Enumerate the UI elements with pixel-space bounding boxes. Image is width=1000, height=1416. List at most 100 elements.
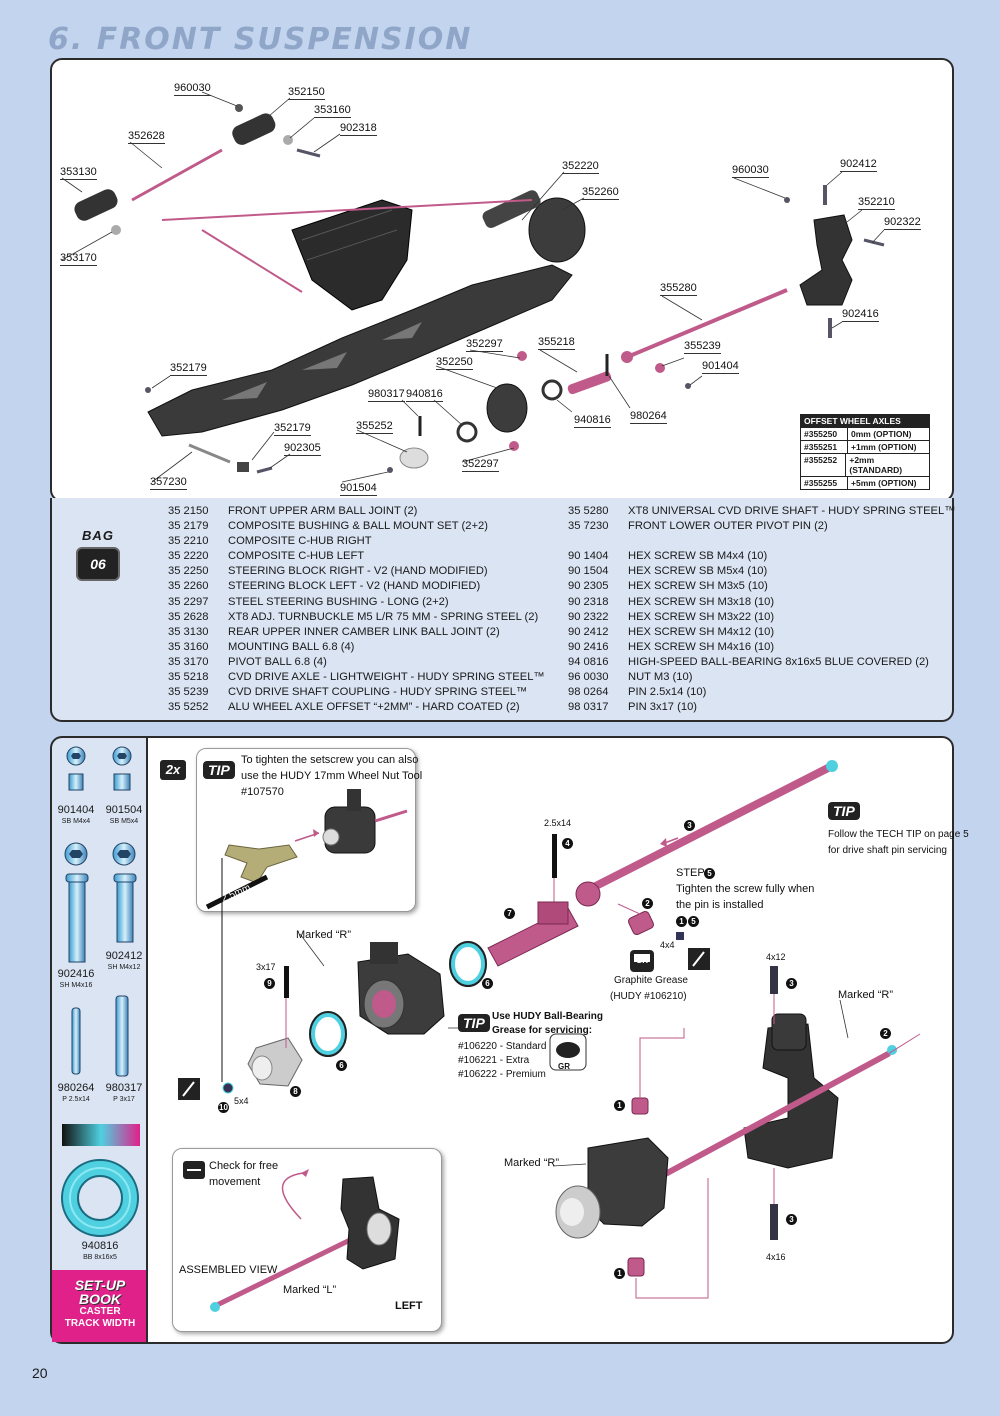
tip-badge-3: TIP [458, 1014, 490, 1032]
page-number: 20 [32, 1365, 48, 1381]
step-number-4: 4 [562, 838, 573, 849]
step-number-1: 1 [676, 916, 687, 927]
part-name: XT8 UNIVERSAL CVD DRIVE SHAFT - HUDY SPR… [628, 505, 956, 517]
parts-row: 94 0816 HIGH-SPEED BALL-BEARING 8x16x5 BL… [568, 655, 955, 670]
callout-355252: 355252 [356, 420, 393, 434]
step-number-3: 3 [684, 820, 695, 831]
quantity-badge: 2x [160, 760, 186, 780]
parts-row: 35 2260 STEERING BLOCK LEFT - V2 (HAND MO… [168, 579, 545, 594]
dim-4x12: 4x12 [766, 952, 786, 962]
step-number-8: 8 [290, 1086, 301, 1097]
part-code: 35 5280 [568, 505, 609, 517]
parts-row: 90 1404 HEX SCREW SB M4x4 (10) [568, 549, 955, 564]
grease-option-premium: #106222 - Premium [458, 1069, 546, 1080]
c-hub-right [799, 214, 853, 306]
step-number-6: 6 [482, 978, 493, 989]
part-name: REAR UPPER INNER CAMBER LINK BALL JOINT … [228, 625, 500, 638]
callout-901504: 901504 [340, 482, 377, 496]
gr-icon-label: GR [636, 956, 648, 965]
part-name: HIGH-SPEED BALL-BEARING 8x16x5 BLUE COVE… [628, 655, 929, 668]
part-code: 35 3160 [168, 640, 209, 653]
tip-badge: TIP [203, 761, 235, 779]
lower-arm-hole-1 [222, 382, 267, 400]
coupling [628, 911, 654, 935]
pin-980317 [284, 966, 289, 998]
part-name: HEX SCREW SB M4x4 (10) [628, 550, 768, 563]
check-free-line1: Check for free [209, 1160, 279, 1172]
callout-352260: 352260 [582, 186, 619, 200]
part-name: XT8 ADJ. TURNBUCKLE M5 L/R 75 MM - SPRIN… [228, 610, 539, 623]
step-number-1c: 1 [614, 1268, 625, 1279]
bag-label: BAG [82, 528, 114, 543]
ball-joint-353130 [74, 189, 118, 221]
part-name: HEX SCREW SH M3x22 (10) [628, 610, 775, 623]
wheel-axle-offset [399, 447, 429, 469]
part-name: COMPOSITE C-HUB RIGHT [228, 535, 372, 548]
c-hub-left [528, 197, 586, 263]
part-name: STEERING BLOCK LEFT - V2 (HAND MODIFIED) [228, 580, 481, 593]
dim-4x16: 4x16 [766, 1252, 786, 1262]
step-number-6b: 6 [336, 1060, 347, 1071]
tip1-line1: To tighten the setscrew you can also [241, 754, 419, 766]
part-code: 94 0816 [568, 655, 609, 668]
exploded-view-panel: 960030 352150 353160 902318 352628 35313… [50, 58, 954, 502]
part-code [568, 534, 628, 549]
part-name: PIN 2.5x14 (10) [628, 686, 707, 699]
part-name: CVD DRIVE AXLE - LIGHTWEIGHT - HUDY SPRI… [228, 671, 545, 684]
part-code: 35 2260 [168, 580, 209, 593]
hex-driver-icon [205, 874, 269, 910]
drive-shaft-right [655, 1051, 891, 1181]
callout-980264: 980264 [630, 410, 667, 424]
part-code: 35 5218 [168, 671, 209, 684]
part-name: HEX SCREW SH M3x5 (10) [628, 580, 768, 593]
lower-arm-hole-2 [302, 352, 347, 370]
assembled-view-inset: Check for free movement ASSEMBLED VIEW M… [172, 1148, 442, 1332]
pin-980264 [552, 834, 557, 878]
part-name: HEX SCREW SH M4x16 (10) [628, 640, 775, 653]
bearing-tip-line2: Grease for servicing: [492, 1025, 593, 1036]
callout-960030-b: 960030 [732, 164, 769, 178]
callout-352297: 352297 [466, 338, 503, 352]
part-code: 90 1404 [568, 550, 609, 563]
step-number-2: 2 [642, 898, 653, 909]
hardware-icons [61, 746, 140, 1237]
callout-357230: 357230 [150, 476, 187, 490]
offset-table-row: #355252+2mm (STANDARD) [801, 453, 929, 476]
callout-352210: 352210 [858, 196, 895, 210]
callout-352250: 352250 [436, 356, 473, 370]
screw-902416-body-icon [65, 873, 89, 883]
part-name: HEX SCREW SH M3x18 (10) [628, 595, 775, 608]
step5-line1: Tighten the screw fully when [676, 883, 815, 895]
part-code: 35 5252 [168, 701, 209, 714]
pin-980317-icon [115, 995, 129, 1077]
part-name: FRONT LOWER OUTER PIVOT PIN (2) [628, 520, 828, 533]
pivot-pin [188, 443, 231, 464]
screw-901404-side-icon [68, 773, 84, 791]
step5-line2: the pin is installed [676, 899, 764, 911]
part-name: PIVOT BALL 6.8 (4) [228, 655, 327, 668]
part-code: 35 2179 [168, 520, 209, 533]
lower-arm-hole-3 [382, 322, 422, 340]
callout-353170: 353170 [60, 252, 97, 266]
setup-book-button[interactable]: SET-UP BOOK CASTER TRACK WIDTH [52, 1270, 148, 1342]
callout-353130: 353130 [60, 166, 97, 180]
dim-2-5x14: 2.5x14 [544, 818, 572, 828]
part-code: 90 2416 [568, 640, 609, 653]
parts-row: 35 5218 CVD DRIVE AXLE - LIGHTWEIGHT - HU… [168, 670, 545, 685]
bearing-940816 [449, 941, 487, 987]
turnbuckle [131, 148, 223, 202]
offset-table-row: #355251+1mm (OPTION) [801, 440, 929, 453]
